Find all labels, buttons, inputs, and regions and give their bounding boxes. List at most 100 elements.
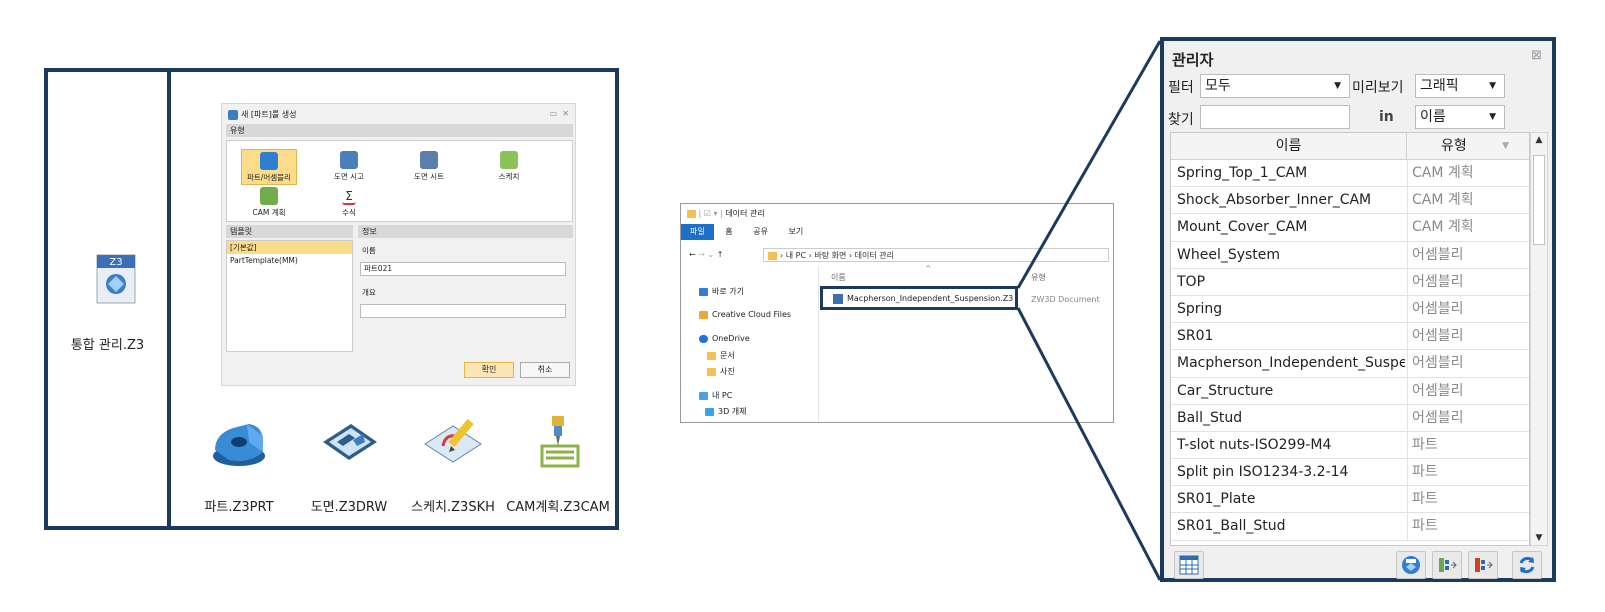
back-arrow-icon[interactable]: ← (689, 250, 696, 259)
column-header-type[interactable]: 유형 (1031, 272, 1046, 283)
list-header: 이름 유형 ▼ (1171, 133, 1529, 160)
nav-onedrive[interactable]: OneDrive (699, 334, 750, 343)
row-name: Spring_Top_1_CAM (1177, 165, 1308, 181)
file-type-label: 스케치.Z3SKH (411, 500, 495, 515)
search-field-dropdown[interactable]: 이름▼ (1415, 105, 1505, 129)
type-drawing-sheet[interactable]: 도면 시트 (401, 149, 457, 185)
refresh-button[interactable] (1512, 551, 1542, 579)
preview-value: 그래픽 (1420, 78, 1459, 94)
type-sketch[interactable]: 스케치 (481, 149, 537, 185)
table-view-button[interactable] (1174, 551, 1204, 579)
ribbon-tab-view[interactable]: 보기 (788, 227, 804, 236)
open-file-button[interactable] (1396, 551, 1426, 579)
in-label: in (1379, 109, 1394, 125)
cancel-button[interactable]: 취소 (520, 362, 570, 378)
type-equation[interactable]: Σ 수식 (321, 185, 377, 221)
ok-button[interactable]: 확인 (464, 362, 514, 378)
file-type-label: 도면.Z3DRW (310, 500, 388, 515)
row-name: Car_Structure (1177, 382, 1274, 399)
nav-quick-access[interactable]: 바로 가기 (699, 286, 744, 297)
name-input[interactable]: 파트021 (360, 262, 566, 276)
template-item[interactable]: PartTemplate(MM) (230, 256, 298, 265)
nav-creative-cloud[interactable]: Creative Cloud Files (699, 310, 791, 319)
file-type: ZW3D Document (1031, 295, 1100, 304)
row-type: 어셈블리 (1407, 241, 1529, 269)
type-cam-plan[interactable]: CAM 계획 (241, 185, 297, 221)
column-header-type[interactable]: 유형 (1441, 138, 1467, 154)
forward-arrow-icon[interactable]: → (698, 250, 705, 259)
ribbon-tab-share[interactable]: 공유 (753, 227, 768, 236)
ribbon-tab-file[interactable]: 파일 (681, 224, 714, 240)
filter-value: 모두 (1205, 78, 1231, 94)
file-type-cam: CAM계획.Z3CAM (503, 412, 613, 515)
table-row[interactable]: Mount_Cover_CAM CAM 계획 (1171, 214, 1529, 242)
sort-caret-icon: ^ (925, 264, 932, 273)
scroll-up-icon[interactable]: ▲ (1535, 135, 1543, 145)
nav-label: 내 PC (712, 391, 733, 400)
row-type: 어셈블리 (1407, 268, 1529, 296)
file-row[interactable]: Macpherson_Independent_Suspension.Z3 (821, 288, 1019, 310)
dialog-window-controls[interactable]: ▭ ✕ (549, 109, 569, 118)
folder-icon (707, 351, 716, 360)
insert-red-icon (1475, 558, 1493, 572)
row-name: SR01_Plate (1177, 491, 1256, 508)
file-type-label: 파트.Z3PRT (204, 500, 274, 515)
column-header-name[interactable]: 이름 (1171, 133, 1407, 160)
table-row[interactable]: Macpherson_Independent_Suspe...어셈블리 (1171, 350, 1529, 378)
z3-file-icon[interactable]: Z3 (96, 254, 136, 304)
chevron-down-icon: ▼ (1489, 81, 1496, 91)
drawing-pack-icon (340, 151, 358, 169)
refresh-icon (1519, 556, 1535, 574)
insert-component-button[interactable] (1432, 551, 1462, 579)
dialog-title: 새 [파트]를 생성 (228, 109, 297, 121)
preview-dropdown[interactable]: 그래픽 ▼ (1415, 74, 1505, 98)
type-label: 파트/어셈블리 (247, 173, 291, 182)
address-row: ← → ⌄ ↑ › 내 PC › 바탕 화면 › 데이터 관리 (681, 248, 1113, 262)
type-label: CAM 계획 (252, 208, 286, 217)
template-list: [기본값] PartTemplate(MM) (226, 240, 353, 352)
scroll-down-icon[interactable]: ▼ (1535, 533, 1543, 543)
up-arrow-icon[interactable]: ↑ (716, 250, 724, 259)
row-type: CAM 계획 (1407, 214, 1529, 242)
summary-input[interactable] (360, 304, 566, 318)
nav-label: 바로 가기 (712, 287, 744, 296)
filter-dropdown[interactable]: 모두▼ (1200, 74, 1350, 98)
column-header-name[interactable]: 이름 (831, 272, 846, 283)
cam-file-icon (540, 416, 580, 468)
address-bar[interactable]: › 내 PC › 바탕 화면 › 데이터 관리 (763, 248, 1109, 262)
panel-divider (167, 72, 171, 526)
filter-label: 필터 (1168, 80, 1194, 96)
file-type-drawing: 도면.Z3DRW (294, 412, 404, 515)
find-input[interactable] (1200, 105, 1350, 129)
type-part-assembly[interactable]: 파트/어셈블리 (241, 149, 297, 185)
ribbon-tab-home[interactable]: 홈 (725, 227, 733, 236)
nav-documents[interactable]: 문서 (707, 350, 735, 361)
nav-3d-objects[interactable]: 3D 개체 (705, 406, 747, 417)
list-scrollbar[interactable]: ▲ ▼ (1530, 132, 1548, 546)
scroll-thumb[interactable] (1533, 155, 1545, 245)
table-icon (1179, 555, 1199, 575)
replace-component-button[interactable] (1468, 551, 1498, 579)
file-type-sketch: 스케치.Z3SKH (398, 412, 508, 515)
template-item[interactable]: [기본값] (227, 241, 352, 254)
row-name: Mount_Cover_CAM (1177, 219, 1308, 236)
row-type: 어셈블리 (1407, 323, 1529, 351)
type-drawing-pack[interactable]: 도면 시고 (321, 149, 377, 185)
close-icon[interactable]: ⊠ (1531, 48, 1542, 63)
recent-chevron-icon[interactable]: ⌄ (707, 250, 715, 259)
nav-this-pc[interactable]: 내 PC (699, 390, 732, 401)
nav-pictures[interactable]: 사진 (707, 366, 735, 377)
